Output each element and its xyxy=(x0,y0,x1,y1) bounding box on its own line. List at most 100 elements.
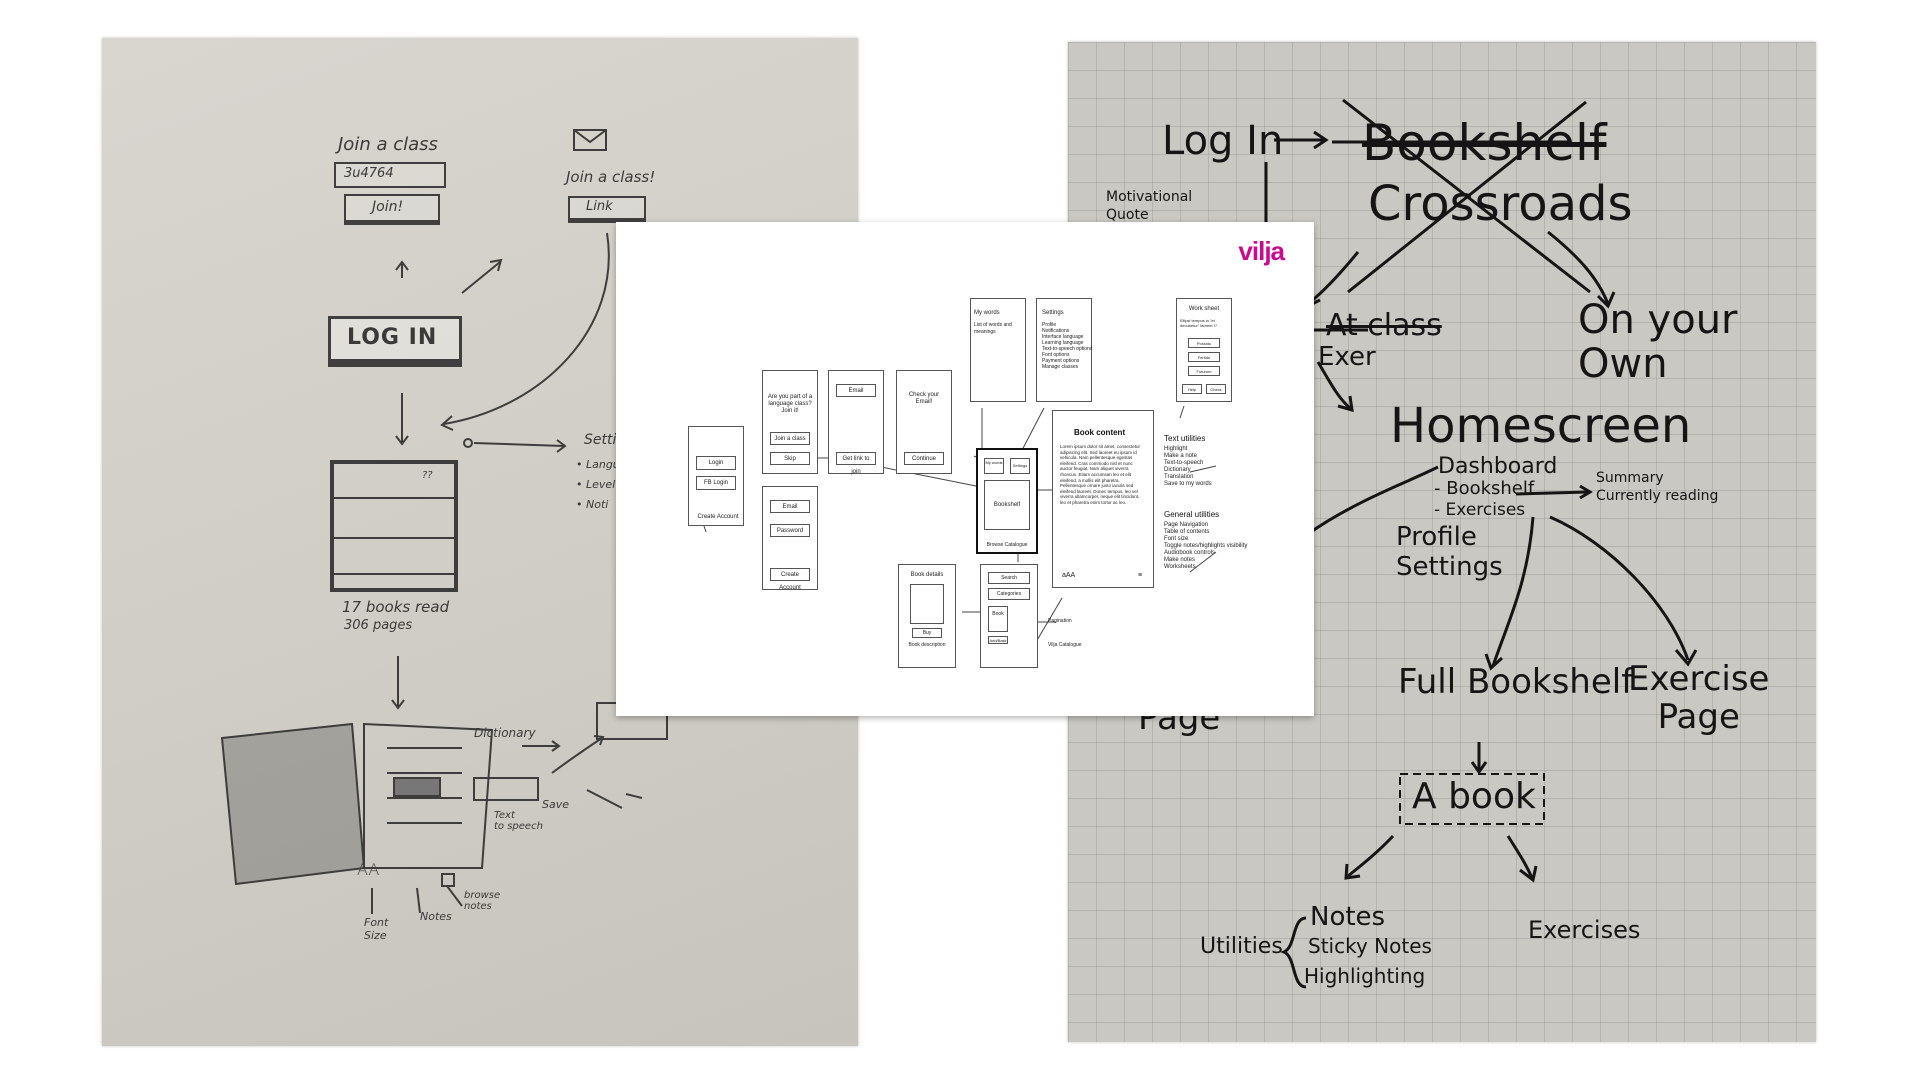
font-size-control[interactable]: aAA xyxy=(1062,572,1076,579)
pagination-label: Pagination xyxy=(1048,618,1072,624)
join-class-title: Join a class xyxy=(338,134,438,155)
worksheet-title: Work sheet xyxy=(1188,306,1220,312)
settings-sketch-label: Setti xyxy=(584,432,617,448)
login-button[interactable]: Login xyxy=(696,456,736,470)
categories-button[interactable]: Categories xyxy=(988,588,1030,600)
right-flipchart-strokes xyxy=(1264,98,1698,989)
email-input[interactable]: Email xyxy=(836,384,876,397)
browse-catalogue-link[interactable]: Browse Catalogue xyxy=(986,542,1028,548)
font-size-label: Font Size xyxy=(364,916,389,942)
login-button-label: LOG IN xyxy=(347,325,438,350)
fc-crossroads: Crossroads xyxy=(1368,176,1633,232)
continue-button[interactable]: Continue xyxy=(904,452,944,465)
text-utility-item: Highlight xyxy=(1164,446,1188,452)
fc-highlighting: Highlighting xyxy=(1304,964,1426,988)
worksheet-desc: Ellipsi tempus in "et decubetur" laoreet… xyxy=(1180,318,1217,328)
skip-button[interactable]: Skip xyxy=(770,452,810,465)
worksheet-check-button[interactable]: Check xyxy=(1206,384,1226,394)
settings-item[interactable]: Interface language xyxy=(1042,334,1084,340)
text-utility-item: Make a note xyxy=(1164,453,1198,459)
fc-profile-settings: Profile Settings xyxy=(1396,522,1503,582)
settings-item[interactable]: Profile xyxy=(1042,322,1057,328)
fc-bookshelf-struck: Bookshelf xyxy=(1362,114,1607,172)
fc-homescreen: Homescreen xyxy=(1390,398,1692,454)
wireframe-sheet: vilja Login FB Login Create Account Are … xyxy=(616,222,1314,716)
fc-exercises: Exercises xyxy=(1528,916,1641,944)
my-words-title: My words xyxy=(974,310,1000,316)
class-code-value: 3u4764 xyxy=(344,166,394,181)
book-content-screen xyxy=(1052,410,1154,588)
settings-item[interactable]: Notifications xyxy=(1042,328,1070,334)
worksheet-option[interactable]: Possidu xyxy=(1188,338,1220,348)
settings-item[interactable]: Text-to-speech options xyxy=(1042,346,1093,352)
pages-read-stat: 306 pages xyxy=(344,618,413,633)
add-to-bookshelf-button[interactable]: Add/Bask xyxy=(988,636,1008,644)
general-utility-item: Page Navigation xyxy=(1164,522,1209,528)
general-utility-item: Worksheets xyxy=(1164,564,1196,570)
link-button-sketch: Link xyxy=(568,196,646,223)
join-class-button[interactable]: Join a class xyxy=(770,432,810,445)
worksheet-help-button[interactable]: Help xyxy=(1182,384,1202,394)
book-content-title: Book content xyxy=(1074,428,1126,437)
fc-summary: Summary xyxy=(1596,470,1664,486)
settings-list: Profile Notifications Interface language… xyxy=(1042,322,1092,370)
menu-icon[interactable]: ≡ xyxy=(1138,572,1143,579)
fc-exer: Exer xyxy=(1318,342,1376,372)
join-button-label: Join! xyxy=(372,199,404,215)
join-link-title: Join a class! xyxy=(566,168,656,186)
settings-item[interactable]: Font options xyxy=(1042,352,1070,358)
book-cover-placeholder xyxy=(910,584,944,624)
worksheet-option[interactable]: Ferfide xyxy=(1188,352,1220,362)
settings-item[interactable]: Payment options xyxy=(1042,358,1080,364)
general-utility-item: Font size xyxy=(1164,536,1189,542)
books-read-stat: 17 books read xyxy=(342,598,450,616)
home-settings-button[interactable]: Settings xyxy=(1010,458,1030,474)
general-utility-item: Make notes xyxy=(1164,557,1196,563)
join-button-sketch: Join! xyxy=(344,194,440,225)
book-details-title: Book details xyxy=(910,572,944,578)
catalogue-book[interactable]: Book xyxy=(988,606,1008,632)
fc-notes: Notes xyxy=(1310,902,1386,932)
text-utilities-title: Text utilities xyxy=(1164,434,1206,443)
text-utility-item: Dictionary xyxy=(1164,467,1191,473)
general-utilities-list: Page Navigation Table of contents Font s… xyxy=(1164,522,1247,571)
text-utility-item: Save to my words xyxy=(1164,481,1212,487)
fc-exercise-page: Exercise Page xyxy=(1628,659,1770,737)
book-content-text: Lorem ipsum dolor sit amet, consectetur … xyxy=(1060,444,1141,505)
my-words-screen xyxy=(970,298,1026,402)
fc-at-class-struck: At class xyxy=(1326,308,1442,343)
settings-item[interactable]: Learning language xyxy=(1042,340,1084,346)
buy-button[interactable]: Buy xyxy=(912,628,942,638)
general-utilities-title: General utilities xyxy=(1164,510,1220,519)
text-utility-item: Text-to-speech xyxy=(1164,460,1204,466)
general-utility-item: Table of contents xyxy=(1164,529,1210,535)
login-button-sketch: LOG IN xyxy=(328,316,462,367)
create-account-button[interactable]: Create Account xyxy=(770,568,810,591)
bookshelf-tag: ?? xyxy=(422,470,433,481)
fc-exercises-item: - Exercises xyxy=(1434,500,1526,520)
fc-full-bookshelf: Full Bookshelf xyxy=(1398,662,1634,702)
general-utility-item: Toggle notes/highlights visibility xyxy=(1164,543,1248,549)
settings-item-language: • Langu xyxy=(576,458,620,471)
home-bookshelf[interactable]: Bookshelf xyxy=(984,480,1030,530)
password-field[interactable]: Password xyxy=(770,524,810,537)
text-utility-item: Translation xyxy=(1164,474,1194,480)
settings-item[interactable]: Manage classes xyxy=(1042,364,1079,370)
my-words-desc: List of words and meanings xyxy=(974,322,1012,335)
fb-login-button[interactable]: FB Login xyxy=(696,476,736,490)
fc-login: Log In xyxy=(1162,118,1284,164)
settings-item-notifications: • Noti xyxy=(576,498,609,511)
check-email-text: Check your Email! xyxy=(908,392,940,405)
settings-title: Settings xyxy=(1042,310,1064,316)
home-my-words-button[interactable]: My words xyxy=(984,458,1004,474)
book-description: Book description xyxy=(908,642,946,648)
notes-label: Notes xyxy=(420,910,452,923)
create-account-link[interactable]: Create Account xyxy=(697,514,739,520)
get-link-button[interactable]: Get link to join xyxy=(836,452,876,475)
vilja-catalogue-label: Vilja Catalogue xyxy=(1048,642,1082,648)
worksheet-option[interactable]: Futurum xyxy=(1188,366,1220,376)
class-question-text: Are you part of a language class? Join i… xyxy=(767,394,813,414)
search-button[interactable]: Search xyxy=(988,572,1030,584)
email-field[interactable]: Email xyxy=(770,500,810,513)
class-code-field: 3u4764 xyxy=(334,162,446,188)
